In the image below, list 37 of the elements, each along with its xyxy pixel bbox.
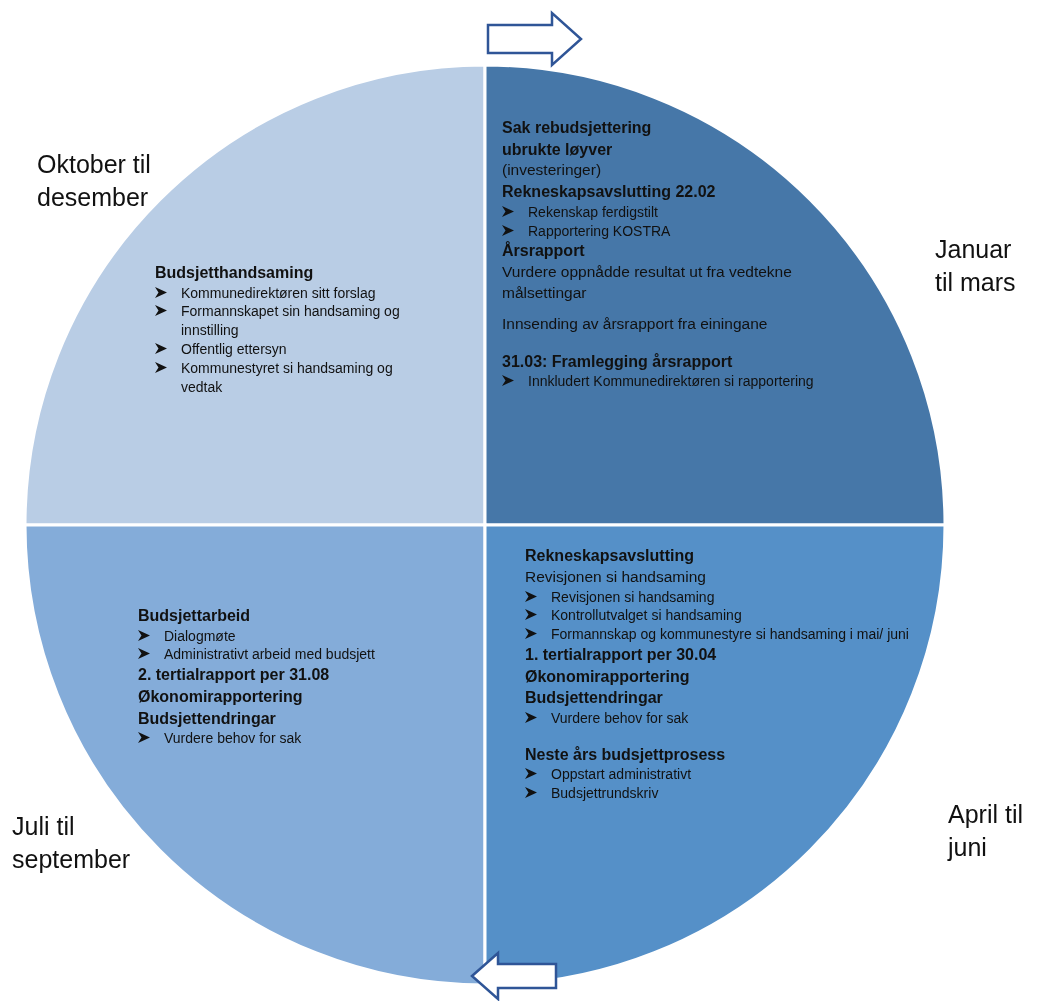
- quarter-label: Juli til september: [12, 811, 132, 875]
- section-heading: Rekneskapsavslutting: [525, 546, 695, 566]
- section-heading: 2. tertialrapport per 31.08: [138, 665, 331, 686]
- body-text: Vurdere oppnådde resultat ut fra vedtekne målsettingar: [502, 262, 793, 303]
- list-item-text: Oppstart administrativt: [551, 765, 692, 785]
- list-item-text: Kommunedirektøren sitt forslag: [181, 283, 376, 303]
- list-item-text: Rapportering KOSTRA: [528, 221, 671, 241]
- section-heading: Budsjetthandsaming: [155, 263, 315, 283]
- section-heading: 1. tertialrapport per 30.04: [525, 645, 718, 666]
- section-heading: Økonomirapportering: [525, 666, 691, 687]
- section-heading: Neste års budsjettprosess: [525, 744, 727, 765]
- list-item-text: Budsjettrundskriv: [551, 784, 659, 804]
- list-item-text: Kommunestyret si handsaming og vedtak: [181, 359, 394, 397]
- quarter-label: April til juni: [948, 799, 1024, 863]
- list-item-text: Rekenskap ferdigstilt: [528, 202, 658, 222]
- list-item-text: Kontrollutvalget si handsaming: [551, 606, 742, 626]
- list-item-text: Offentlig ettersyn: [181, 340, 287, 360]
- section-heading: Økonomirapportering: [138, 686, 304, 707]
- quarter-label: Oktober til desember: [37, 149, 152, 213]
- body-text: (investeringer): [502, 160, 603, 181]
- section-heading: 31.03: Framlegging årsrapport: [502, 351, 734, 372]
- list-item-text: Formannskap og kommunestyre si handsaming i mai/ juni: [551, 625, 909, 645]
- list-item-text: Dialogmøte: [164, 626, 236, 646]
- section-heading: Sak rebudsjettering ubrukte løyver: [502, 118, 653, 160]
- list-item-text: Administrativt arbeid med budsjett: [164, 645, 375, 665]
- body-text: Innsending av årsrapport fra einingane: [502, 313, 769, 334]
- list-item-text: Vurdere behov for sak: [551, 708, 689, 728]
- section-heading: Budsjettendringar: [525, 688, 664, 709]
- section-heading: Budsjettendringar: [138, 708, 277, 729]
- list-item-text: Vurdere behov for sak: [164, 729, 302, 749]
- body-text: Revisjonen si handsaming: [525, 566, 707, 587]
- section-heading: Budsjettarbeid: [138, 606, 251, 626]
- list-item-text: Revisjonen si handsaming: [551, 587, 715, 607]
- quarter-label: Januar til mars: [935, 234, 1017, 298]
- list-item-text: Innkludert Kommunedirektøren si rapportering: [528, 372, 814, 392]
- section-heading: Rekneskapsavslutting 22.02: [502, 182, 717, 203]
- list-item-text: Formannskapet sin handsaming og innstilling: [181, 302, 401, 341]
